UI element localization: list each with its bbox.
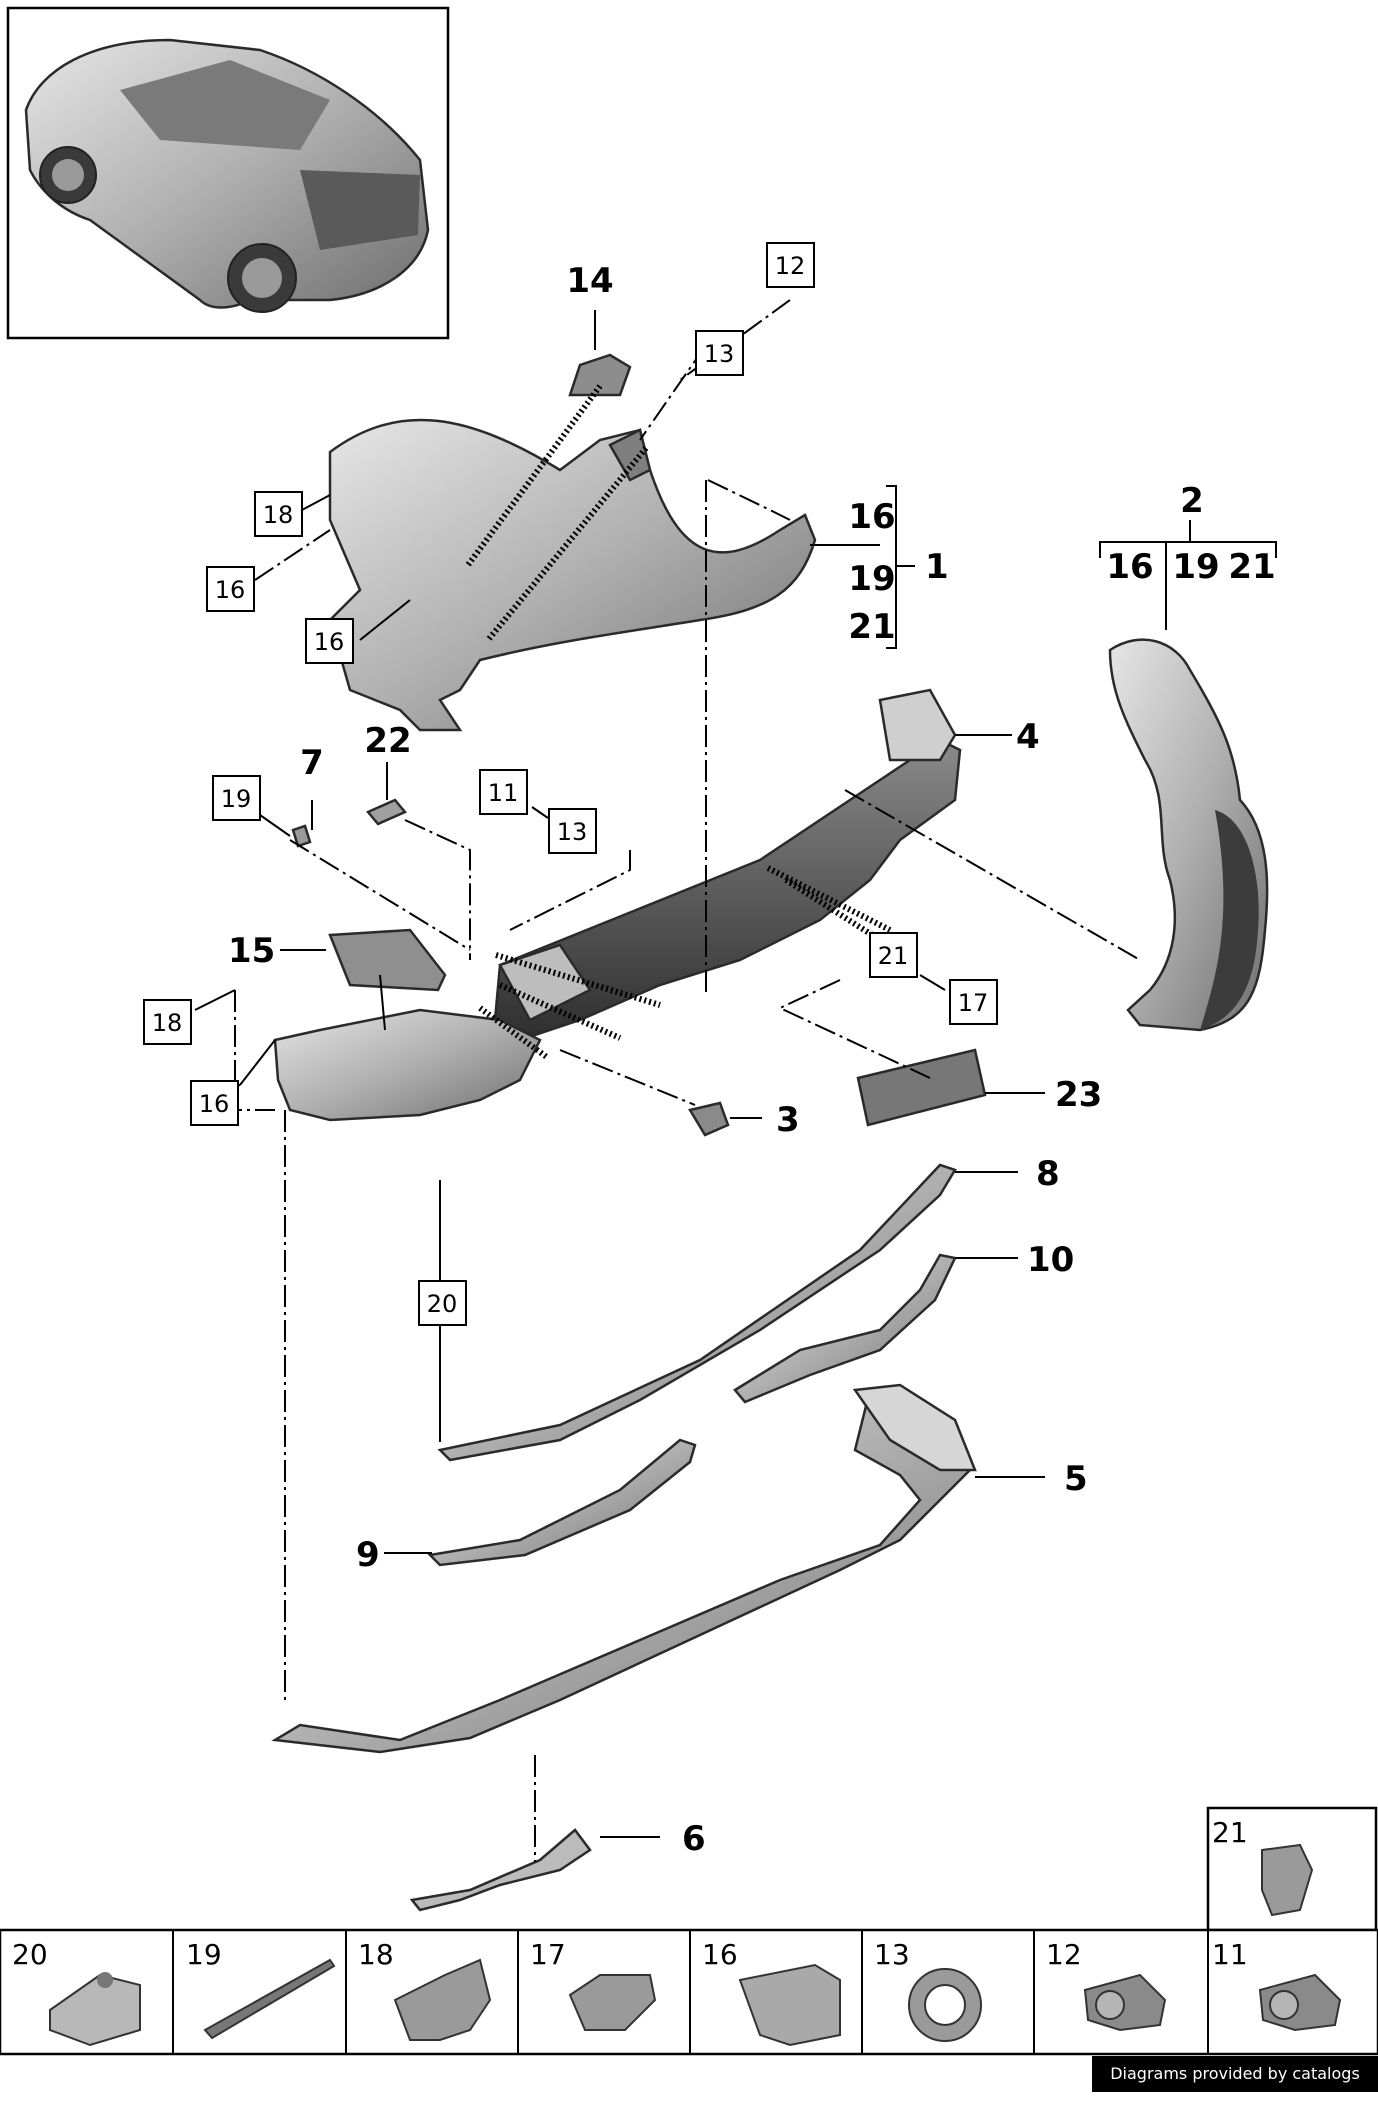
fastener-label-19: 19	[186, 1938, 222, 1971]
fastener-17-screw-icon	[568, 1974, 657, 2031]
callout-2-part-21: 21	[1228, 547, 1275, 587]
callout-3: 3	[776, 1100, 800, 1140]
trim-strip-9	[427, 1438, 697, 1567]
callout-10: 10	[1027, 1240, 1074, 1280]
fastener-label-20: 20	[12, 1938, 48, 1971]
boxed-ref-11: 11	[488, 779, 519, 807]
part-7-clip	[291, 824, 312, 848]
boxed-ref-18: 18	[152, 1009, 183, 1037]
carrier-right-mount	[878, 688, 957, 762]
bumper-carrier	[493, 738, 962, 1042]
part-22-block	[365, 798, 408, 826]
boxed-ref-17: 17	[958, 989, 989, 1017]
boxed-ref-16: 16	[314, 628, 345, 656]
callout-1-part-19: 19	[848, 559, 895, 599]
boxed-ref-13: 13	[704, 340, 735, 368]
callout-1-part-16: 16	[848, 497, 895, 537]
fastener-label-11: 11	[1212, 1938, 1248, 1971]
callout-2: 2	[1180, 481, 1204, 521]
boxed-ref-18: 18	[263, 501, 294, 529]
fastener-label-18: 18	[358, 1938, 394, 1971]
carrier-left-mount	[498, 943, 592, 1022]
callout-4: 4	[1016, 717, 1040, 757]
part-15-cover	[328, 928, 447, 992]
boxed-ref-20: 20	[427, 1290, 458, 1318]
fastener-label-16: 16	[702, 1938, 738, 1971]
boxed-ref-16: 16	[199, 1090, 230, 1118]
callout-9: 9	[356, 1535, 380, 1575]
credit-banner: Diagrams provided by catalogs parts	[1092, 2056, 1378, 2119]
bracket-6	[409, 1828, 592, 1912]
trim-strip-8	[437, 1163, 957, 1462]
fastener-20-hole-icon	[97, 1972, 113, 1988]
part-23-plate	[856, 1048, 987, 1127]
car-tail-section	[300, 170, 420, 250]
callout-7: 7	[300, 743, 324, 783]
boxed-ref-13: 13	[557, 818, 588, 846]
fastener-11-sensor-face	[1269, 1990, 1299, 2020]
callout-1: 1	[925, 547, 949, 587]
fastener-label-21: 21	[1212, 1816, 1248, 1849]
callout-2-part-19: 19	[1172, 547, 1219, 587]
vehicle-thumbnail	[6, 6, 450, 340]
boxed-ref-21: 21	[878, 942, 909, 970]
fastener-21-clip-icon	[1261, 1843, 1314, 1917]
car-rear-rim	[242, 258, 282, 298]
bumper-cover-upper	[328, 418, 817, 732]
callout-22: 22	[364, 721, 411, 761]
boxed-ref-16: 16	[215, 576, 246, 604]
trim-strip-10	[733, 1253, 957, 1404]
callout-15: 15	[228, 931, 275, 971]
callout-23: 23	[1055, 1075, 1102, 1115]
boxed-ref-12: 12	[775, 252, 806, 280]
part-14-cap	[568, 353, 632, 397]
fastener-label-13: 13	[874, 1938, 910, 1971]
fastener-18-rivet-icon	[393, 1958, 492, 2041]
fastener-19-pin-icon	[203, 1958, 336, 2040]
fastener-13-ring-hole	[924, 1984, 966, 2026]
diffuser-corner	[852, 1383, 977, 1472]
fastener-label-12: 12	[1046, 1938, 1082, 1971]
callout-14: 14	[566, 261, 613, 301]
fastener-16-clip-icon	[738, 1963, 841, 2047]
callout-1-part-21: 21	[848, 607, 895, 647]
fastener-12-sensor-face	[1095, 1990, 1125, 2020]
fastener-label-17: 17	[530, 1938, 566, 1971]
callout-8: 8	[1036, 1154, 1060, 1194]
dotted-fastener-lines	[465, 384, 892, 1061]
fastener-strip: 21 20 19 18 17 16 13 12 11	[0, 1806, 1378, 2056]
car-roof-glass	[120, 60, 330, 150]
boxed-references: 12 13 18 16 16 19 11 13 21 17 18 16 20	[143, 242, 998, 1326]
callout-5: 5	[1064, 1459, 1088, 1499]
part-3-clip	[688, 1101, 730, 1137]
callout-2-part-16: 16	[1106, 547, 1153, 587]
lower-left-trim	[273, 1008, 542, 1122]
callouts: 14 1 16 19 21 2 16 19 21 4 7 22 15 3 23 …	[228, 261, 1276, 1859]
bumper-cover-bracket	[608, 428, 652, 482]
side-bracket-shadow	[1200, 810, 1259, 1030]
car-front-rim	[52, 159, 84, 191]
callout-6: 6	[682, 1819, 706, 1859]
boxed-ref-19: 19	[221, 785, 252, 813]
